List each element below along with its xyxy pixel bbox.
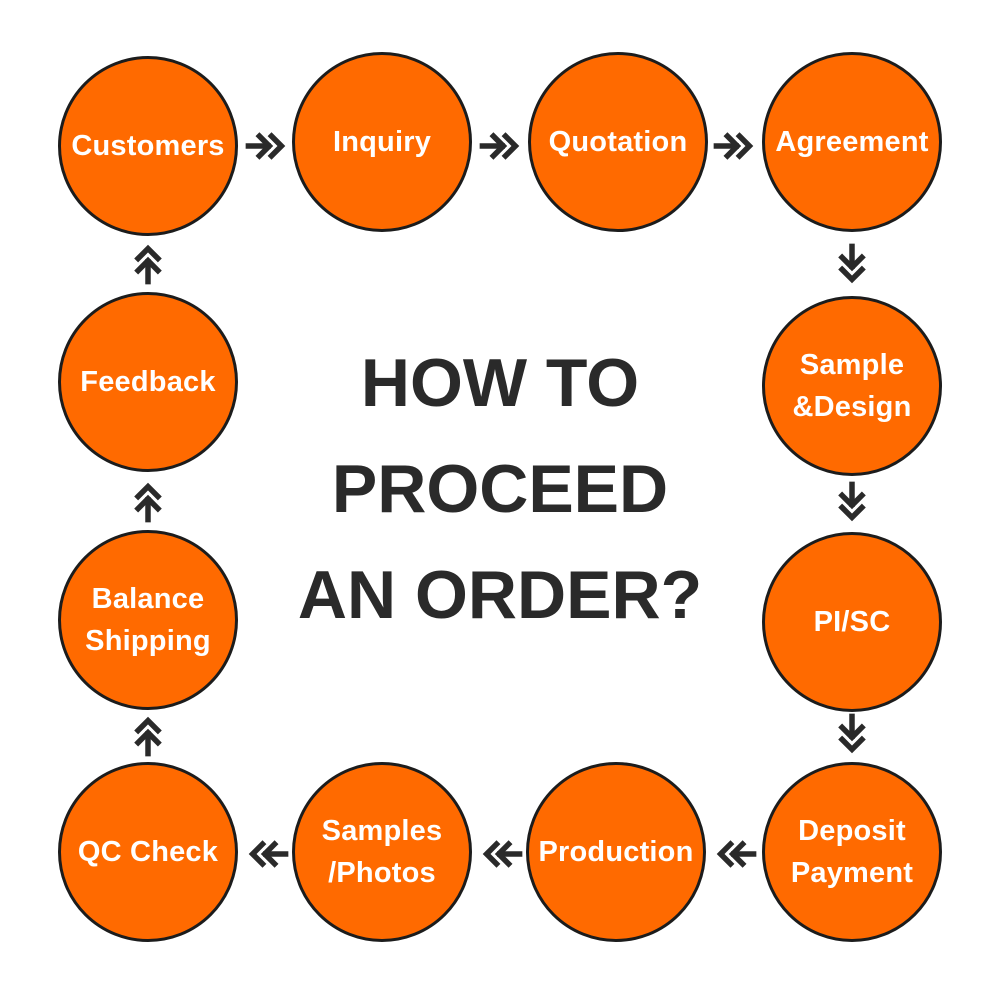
step-deposit-payment: Deposit Payment [762, 762, 942, 942]
double-chevron-down-icon [830, 480, 874, 524]
step-customers: Customers [58, 56, 238, 236]
double-chevron-left-icon [714, 832, 758, 876]
step-pi-sc: PI/SC [762, 532, 942, 712]
double-chevron-right-icon [244, 124, 288, 168]
step-feedback: Feedback [58, 292, 238, 472]
step-label: Deposit Payment [790, 814, 914, 889]
double-chevron-left-icon [480, 832, 524, 876]
step-sample-design: Sample &Design [762, 296, 942, 476]
title-line-3: AN ORDER? [297, 557, 703, 633]
step-quotation: Quotation [528, 52, 708, 232]
double-chevron-up-icon [126, 480, 170, 524]
diagram-title: HOW TO PROCEED AN ORDER? [250, 330, 750, 648]
step-label: QC Check [77, 835, 219, 868]
double-chevron-down-icon [830, 712, 874, 756]
double-chevron-right-icon [712, 124, 756, 168]
step-label: Feedback [80, 365, 216, 398]
step-balance-shipping: Balance Shipping [58, 530, 238, 710]
step-label: Customers [71, 129, 225, 162]
double-chevron-up-icon [126, 242, 170, 286]
step-samples-photos: Samples /Photos [292, 762, 472, 942]
title-line-2: PROCEED [331, 451, 669, 527]
double-chevron-up-icon [126, 714, 170, 758]
step-label: Inquiry [332, 125, 432, 158]
step-qc-check: QC Check [58, 762, 238, 942]
double-chevron-right-icon [478, 124, 522, 168]
double-chevron-left-icon [246, 832, 290, 876]
step-production: Production [526, 762, 706, 942]
step-label: Production [538, 835, 694, 868]
step-inquiry: Inquiry [292, 52, 472, 232]
step-agreement: Agreement [762, 52, 942, 232]
step-label: Balance Shipping [85, 582, 211, 657]
step-label: Quotation [548, 125, 688, 158]
step-label: PI/SC [813, 605, 891, 638]
double-chevron-down-icon [830, 242, 874, 286]
title-line-1: HOW TO [360, 345, 640, 421]
step-label: Sample &Design [792, 348, 912, 423]
step-label: Agreement [775, 125, 929, 158]
step-label: Samples /Photos [321, 814, 443, 889]
